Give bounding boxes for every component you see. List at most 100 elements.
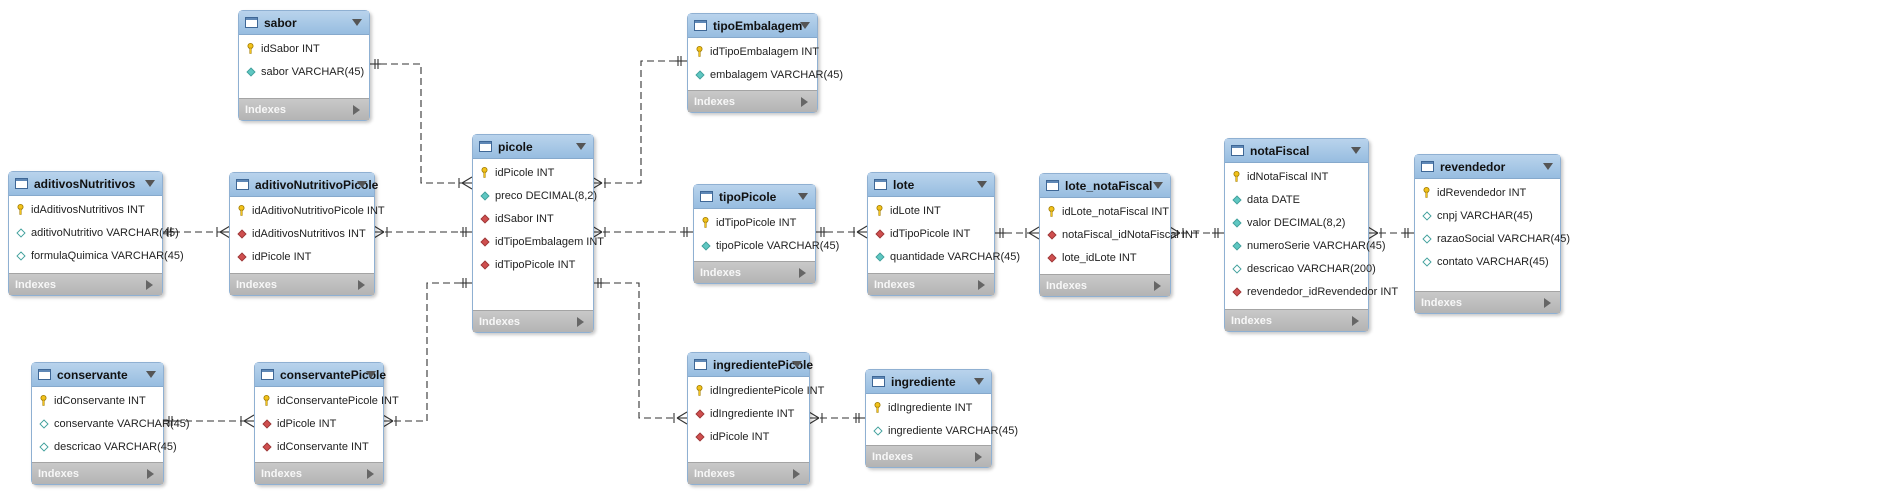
column-row[interactable]: idRevendedor INT bbox=[1415, 181, 1560, 204]
table-header[interactable]: lote bbox=[868, 173, 994, 197]
indexes-section[interactable]: Indexes bbox=[1415, 291, 1560, 313]
indexes-section[interactable]: Indexes bbox=[230, 273, 374, 295]
expand-arrow-icon[interactable] bbox=[358, 280, 365, 290]
table-header[interactable]: aditivosNutritivos bbox=[9, 172, 162, 196]
column-row[interactable]: idIngrediente INT bbox=[866, 396, 991, 419]
column-row[interactable]: idConservantePicole INT bbox=[255, 389, 399, 412]
indexes-section[interactable]: Indexes bbox=[255, 462, 383, 484]
indexes-section[interactable]: Indexes bbox=[688, 90, 817, 112]
column-row[interactable]: idTipoPicole INT bbox=[694, 211, 815, 234]
table-header[interactable]: ingrediente bbox=[866, 370, 991, 394]
expand-arrow-icon[interactable] bbox=[801, 97, 808, 107]
indexes-section[interactable]: Indexes bbox=[239, 98, 369, 120]
indexes-section[interactable]: Indexes bbox=[868, 273, 994, 295]
column-row[interactable]: conservante VARCHAR(45) bbox=[32, 412, 190, 435]
table-header[interactable]: sabor bbox=[239, 11, 369, 35]
expand-arrow-icon[interactable] bbox=[1352, 316, 1359, 326]
collapse-arrow-icon[interactable] bbox=[366, 371, 376, 378]
expand-arrow-icon[interactable] bbox=[978, 280, 985, 290]
column-row[interactable]: idIngrediente INT bbox=[688, 402, 809, 425]
indexes-section[interactable]: Indexes bbox=[1225, 309, 1368, 331]
expand-arrow-icon[interactable] bbox=[975, 452, 982, 462]
column-row[interactable]: aditivoNutritivo VARCHAR(45) bbox=[9, 221, 179, 244]
column-row[interactable]: idAditivosNutritivos INT bbox=[9, 198, 162, 221]
collapse-arrow-icon[interactable] bbox=[792, 361, 802, 368]
column-row[interactable]: contato VARCHAR(45) bbox=[1415, 250, 1560, 273]
column-row[interactable]: formulaQuimica VARCHAR(45) bbox=[9, 244, 184, 267]
collapse-arrow-icon[interactable] bbox=[357, 181, 367, 188]
column-row[interactable]: numeroSerie VARCHAR(45) bbox=[1225, 234, 1386, 257]
collapse-arrow-icon[interactable] bbox=[352, 19, 362, 26]
collapse-arrow-icon[interactable] bbox=[798, 193, 808, 200]
table-header[interactable]: ingredientePicole bbox=[688, 353, 813, 377]
collapse-arrow-icon[interactable] bbox=[974, 378, 984, 385]
column-row[interactable]: quantidade VARCHAR(45) bbox=[868, 245, 1020, 268]
table-header[interactable]: picole bbox=[473, 135, 593, 159]
column-row[interactable]: embalagem VARCHAR(45) bbox=[688, 63, 843, 86]
expand-arrow-icon[interactable] bbox=[577, 317, 584, 327]
expand-arrow-icon[interactable] bbox=[147, 469, 154, 479]
column-row[interactable]: idTipoPicole INT bbox=[473, 253, 593, 276]
collapse-arrow-icon[interactable] bbox=[1351, 147, 1361, 154]
column-row[interactable]: sabor VARCHAR(45) bbox=[239, 60, 369, 83]
column-row[interactable]: notaFiscal_idNotaFiscal INT bbox=[1040, 223, 1200, 246]
indexes-section[interactable]: Indexes bbox=[1040, 274, 1170, 296]
column-row[interactable]: revendedor_idRevendedor INT bbox=[1225, 280, 1398, 303]
column-row[interactable]: idTipoEmbalagem INT bbox=[688, 40, 819, 63]
column-row[interactable]: idIngredientePicole INT bbox=[688, 379, 824, 402]
expand-arrow-icon[interactable] bbox=[799, 268, 806, 278]
column-row[interactable]: idNotaFiscal INT bbox=[1225, 165, 1368, 188]
column-row[interactable]: idConservante INT bbox=[255, 435, 383, 458]
table-header[interactable]: tipoPicole bbox=[694, 185, 815, 209]
indexes-section[interactable]: Indexes bbox=[688, 462, 809, 484]
indexes-section[interactable]: Indexes bbox=[473, 310, 593, 332]
column-row[interactable]: ingrediente VARCHAR(45) bbox=[866, 419, 1018, 442]
column-row[interactable]: idPicole INT bbox=[255, 412, 383, 435]
expand-arrow-icon[interactable] bbox=[1544, 298, 1551, 308]
indexes-section[interactable]: Indexes bbox=[32, 462, 163, 484]
column-row[interactable]: preco DECIMAL(8,2) bbox=[473, 184, 597, 207]
column-row[interactable]: tipoPicole VARCHAR(45) bbox=[694, 234, 839, 257]
table-header[interactable]: lote_notaFiscal bbox=[1040, 174, 1170, 198]
expand-arrow-icon[interactable] bbox=[353, 105, 360, 115]
expand-arrow-icon[interactable] bbox=[367, 469, 374, 479]
table-header[interactable]: aditivoNutritivoPicole bbox=[230, 173, 378, 197]
column-row[interactable]: lote_idLote INT bbox=[1040, 246, 1170, 269]
collapse-arrow-icon[interactable] bbox=[1543, 163, 1553, 170]
column-row[interactable]: idPicole INT bbox=[688, 425, 809, 448]
collapse-arrow-icon[interactable] bbox=[145, 180, 155, 187]
column-row[interactable]: idPicole INT bbox=[230, 245, 374, 268]
expand-arrow-icon[interactable] bbox=[1154, 281, 1161, 291]
column-row[interactable]: idTipoPicole INT bbox=[868, 222, 994, 245]
table-header[interactable]: notaFiscal bbox=[1225, 139, 1368, 163]
column-row[interactable]: data DATE bbox=[1225, 188, 1368, 211]
column-row[interactable]: idTipoEmbalagem INT bbox=[473, 230, 604, 253]
column-row[interactable]: idSabor INT bbox=[473, 207, 593, 230]
collapse-arrow-icon[interactable] bbox=[977, 181, 987, 188]
column-row[interactable]: idPicole INT bbox=[473, 161, 593, 184]
collapse-arrow-icon[interactable] bbox=[576, 143, 586, 150]
column-row[interactable]: descricao VARCHAR(45) bbox=[32, 435, 177, 458]
column-row[interactable]: idSabor INT bbox=[239, 37, 369, 60]
column-row[interactable]: razaoSocial VARCHAR(45) bbox=[1415, 227, 1570, 250]
column-row[interactable]: idConservante INT bbox=[32, 389, 163, 412]
table-header[interactable]: tipoEmbalagem bbox=[688, 14, 817, 38]
collapse-arrow-icon[interactable] bbox=[800, 22, 810, 29]
column-row[interactable]: idLote_notaFiscal INT bbox=[1040, 200, 1170, 223]
table-header[interactable]: conservantePicole bbox=[255, 363, 386, 387]
indexes-section[interactable]: Indexes bbox=[9, 273, 162, 295]
column-row[interactable]: idAditivoNutritivoPicole INT bbox=[230, 199, 385, 222]
collapse-arrow-icon[interactable] bbox=[1153, 182, 1163, 189]
